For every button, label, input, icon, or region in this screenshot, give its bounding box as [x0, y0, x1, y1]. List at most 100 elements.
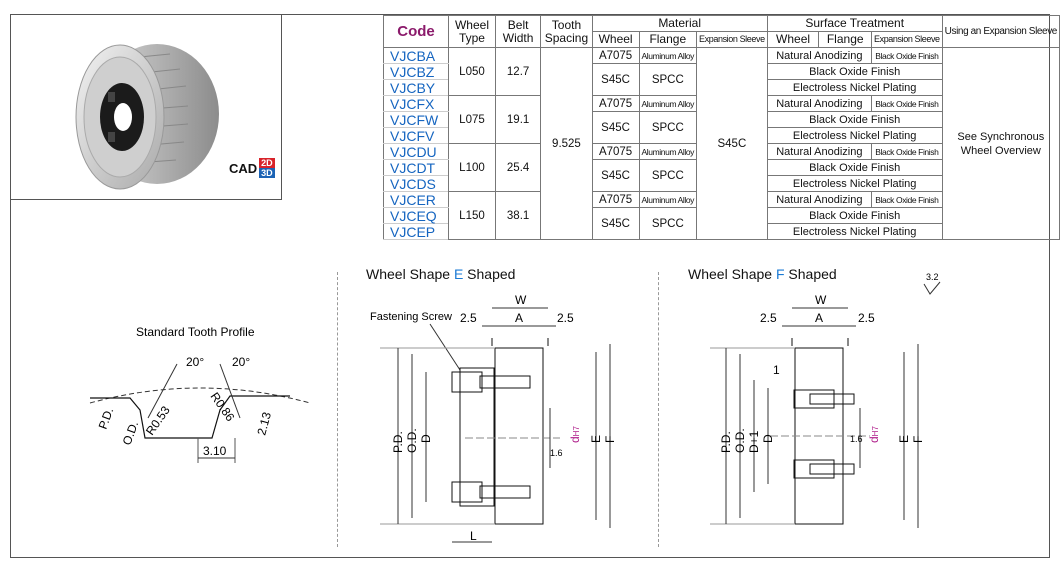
cad-2d-badge[interactable]: 2D	[259, 158, 275, 168]
code-cell[interactable]: VJCFW	[382, 111, 450, 128]
f-dh-label: dH7	[867, 426, 881, 443]
w310-label: 3.10	[203, 444, 227, 458]
wheel-type-cell: L150	[448, 191, 496, 240]
surf-cell: Electroless Nickel Plating	[766, 175, 943, 192]
code-cell[interactable]: VJCFV	[382, 127, 450, 144]
surf-wheel-cell: Natural Anodizing	[766, 47, 873, 64]
roughness-value: 3.2	[926, 272, 939, 282]
f-25-left: 2.5	[760, 311, 777, 325]
mat-wheel-cell: S45C	[591, 111, 640, 144]
r053-label: R0.53	[143, 403, 173, 438]
mat-flange-cell: Aluminum Alloy	[638, 47, 698, 64]
surf-flange-cell: Black Oxide Finish	[871, 47, 943, 64]
f-w-dim: W	[815, 293, 827, 307]
f-od-label: O.D.	[733, 428, 747, 453]
f-d-label: D	[761, 434, 775, 443]
col-surface: Surface Treatment	[766, 15, 943, 32]
w-dim: W	[515, 293, 527, 307]
f-25-right: 2.5	[858, 311, 875, 325]
belt-width-cell: 12.7	[494, 47, 542, 96]
surf-cell: Electroless Nickel Plating	[766, 127, 943, 144]
sub-surf-wheel: Wheel	[766, 31, 820, 48]
mat-wheel-cell: S45C	[591, 63, 640, 96]
mat-flange-cell: Aluminum Alloy	[638, 143, 698, 160]
od-label: O.D.	[120, 419, 142, 447]
a-dim: A	[515, 311, 523, 325]
pulley-photo	[75, 44, 219, 190]
surf-wheel-cell: Natural Anodizing	[766, 95, 873, 112]
code-cell[interactable]: VJCEQ	[382, 207, 450, 224]
pd-label: P.D.	[96, 406, 117, 431]
surf-cell: Black Oxide Finish	[766, 207, 943, 224]
code-cell[interactable]: VJCBZ	[382, 63, 450, 80]
mat-flange-cell: SPCC	[638, 207, 698, 240]
code-cell[interactable]: VJCDS	[382, 175, 450, 192]
code-cell[interactable]: VJCBY	[382, 79, 450, 96]
e-roughness-16: 1.6	[550, 448, 563, 458]
surf-flange-cell: Black Oxide Finish	[871, 143, 943, 160]
roughness-mark: 3.2	[923, 272, 941, 295]
surf-wheel-cell: Natural Anodizing	[766, 143, 873, 160]
l-dim: L	[470, 529, 477, 543]
e-e-label: E	[589, 435, 603, 443]
code-cell[interactable]: VJCEP	[382, 223, 450, 240]
surf-flange-cell: Black Oxide Finish	[871, 191, 943, 208]
e-pd-label: P.D.	[391, 431, 405, 453]
mat-flange-cell: SPCC	[638, 63, 698, 96]
mat-flange-cell: SPCC	[638, 159, 698, 192]
code-cell[interactable]: VJCBA	[382, 47, 450, 64]
belt-width-cell: 19.1	[494, 95, 542, 144]
mat-flange-cell: SPCC	[638, 111, 698, 144]
wheel-type-cell: L075	[448, 95, 496, 144]
code-cell[interactable]: VJCDT	[382, 159, 450, 176]
col-code: Code	[382, 15, 450, 48]
e-25-right: 2.5	[557, 311, 574, 325]
mat-flange-cell: Aluminum Alloy	[638, 191, 698, 208]
mat-flange-cell: Aluminum Alloy	[638, 95, 698, 112]
surf-flange-cell: Black Oxide Finish	[871, 95, 943, 112]
divider-right	[658, 272, 659, 547]
sub-sleeve: Expansion Sleeve	[696, 31, 768, 48]
angle-left: 20°	[186, 355, 204, 369]
shape-e-drawing: Fastening Screw W 2.5 A 2.5 P.D. O.D. D …	[370, 293, 617, 543]
surf-cell: Black Oxide Finish	[766, 63, 943, 80]
code-cell[interactable]: VJCER	[382, 191, 450, 208]
shape-f-drawing: W 2.5 A 2.5 1 P.D. O.D. D+1 D dH7 E F 1.…	[710, 293, 925, 528]
f-d1-label: D+1	[747, 430, 761, 453]
mat-wheel-cell: S45C	[591, 207, 640, 240]
e-25-left: 2.5	[460, 311, 477, 325]
f-a-dim: A	[815, 311, 823, 325]
shape-e-title: Wheel Shape E Shaped	[366, 266, 516, 282]
angle-right: 20°	[232, 355, 250, 369]
mat-wheel-cell: A7075	[591, 95, 640, 112]
fastening-screw-label: Fastening Screw	[370, 311, 452, 323]
sleeve-material-cell: S45C	[696, 47, 768, 240]
tooth-spacing-cell: 9.525	[540, 47, 593, 240]
col-material: Material	[591, 15, 768, 32]
surf-cell: Electroless Nickel Plating	[766, 223, 943, 240]
cad-3d-badge[interactable]: 3D	[259, 168, 275, 178]
surf-cell: Electroless Nickel Plating	[766, 79, 943, 96]
mat-wheel-cell: A7075	[591, 47, 640, 64]
mat-wheel-cell: S45C	[591, 159, 640, 192]
f-f-label: F	[911, 436, 925, 443]
sub-wheel: Wheel	[591, 31, 640, 48]
cad-label: CAD	[229, 160, 258, 176]
surf-cell: Black Oxide Finish	[766, 159, 943, 176]
surf-cell: Black Oxide Finish	[766, 111, 943, 128]
product-photo-panel: CAD 2D 3D	[10, 14, 282, 200]
code-cell[interactable]: VJCFX	[382, 95, 450, 112]
sub-flange: Flange	[638, 31, 698, 48]
code-cell[interactable]: VJCDU	[382, 143, 450, 160]
mat-wheel-cell: A7075	[591, 143, 640, 160]
surf-wheel-cell: Natural Anodizing	[766, 191, 873, 208]
belt-width-cell: 25.4	[494, 143, 542, 192]
tooth-profile-drawing: Standard Tooth Profile 20° 20° P.D. O.D.…	[89, 325, 311, 463]
tooth-profile-title: Standard Tooth Profile	[136, 325, 255, 339]
cad-download-badge[interactable]: CAD 2D 3D	[229, 158, 275, 178]
r086-label: R0.86	[208, 390, 238, 425]
wheel-type-cell: L100	[448, 143, 496, 192]
